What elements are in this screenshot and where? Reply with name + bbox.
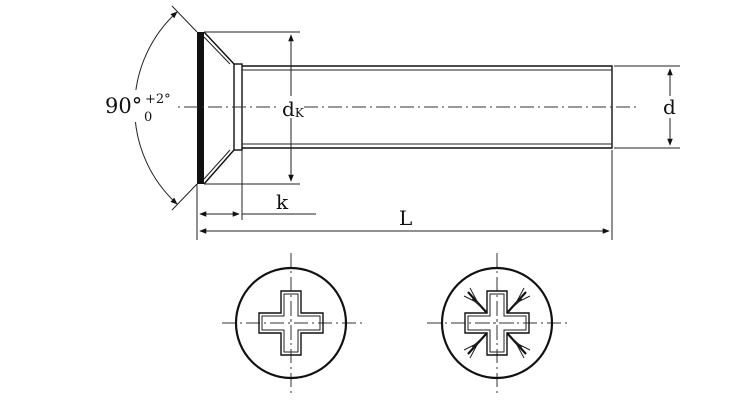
head-height-dimension: [196, 150, 316, 240]
head-top-face: [197, 32, 204, 184]
length-dimension: [199, 150, 613, 240]
pozidriv-head-top-view: [427, 253, 567, 393]
pozidriv-diagonal-ribs: [463, 287, 531, 359]
angle-lower-tolerance: 0: [144, 110, 152, 125]
phillips-head-top-view: [222, 253, 362, 393]
angle-upper-tolerance: +2°: [145, 92, 171, 107]
pozidriv-head-outline: [440, 266, 554, 380]
head-cone-lines: [203, 31, 235, 185]
angle-label: 90°: [105, 94, 142, 118]
shank-inner-lines: [242, 69, 612, 145]
phillips-head-outline: [234, 266, 348, 380]
head-cone-inner-lines: [203, 36, 231, 180]
screw-side-view: [197, 31, 613, 185]
head-height-label: k: [276, 190, 289, 214]
length-label: L: [399, 206, 412, 230]
phillips-recess-icon: [258, 290, 324, 356]
shank-diameter-label: d: [663, 95, 676, 119]
head-diameter-label: dK: [282, 97, 305, 121]
